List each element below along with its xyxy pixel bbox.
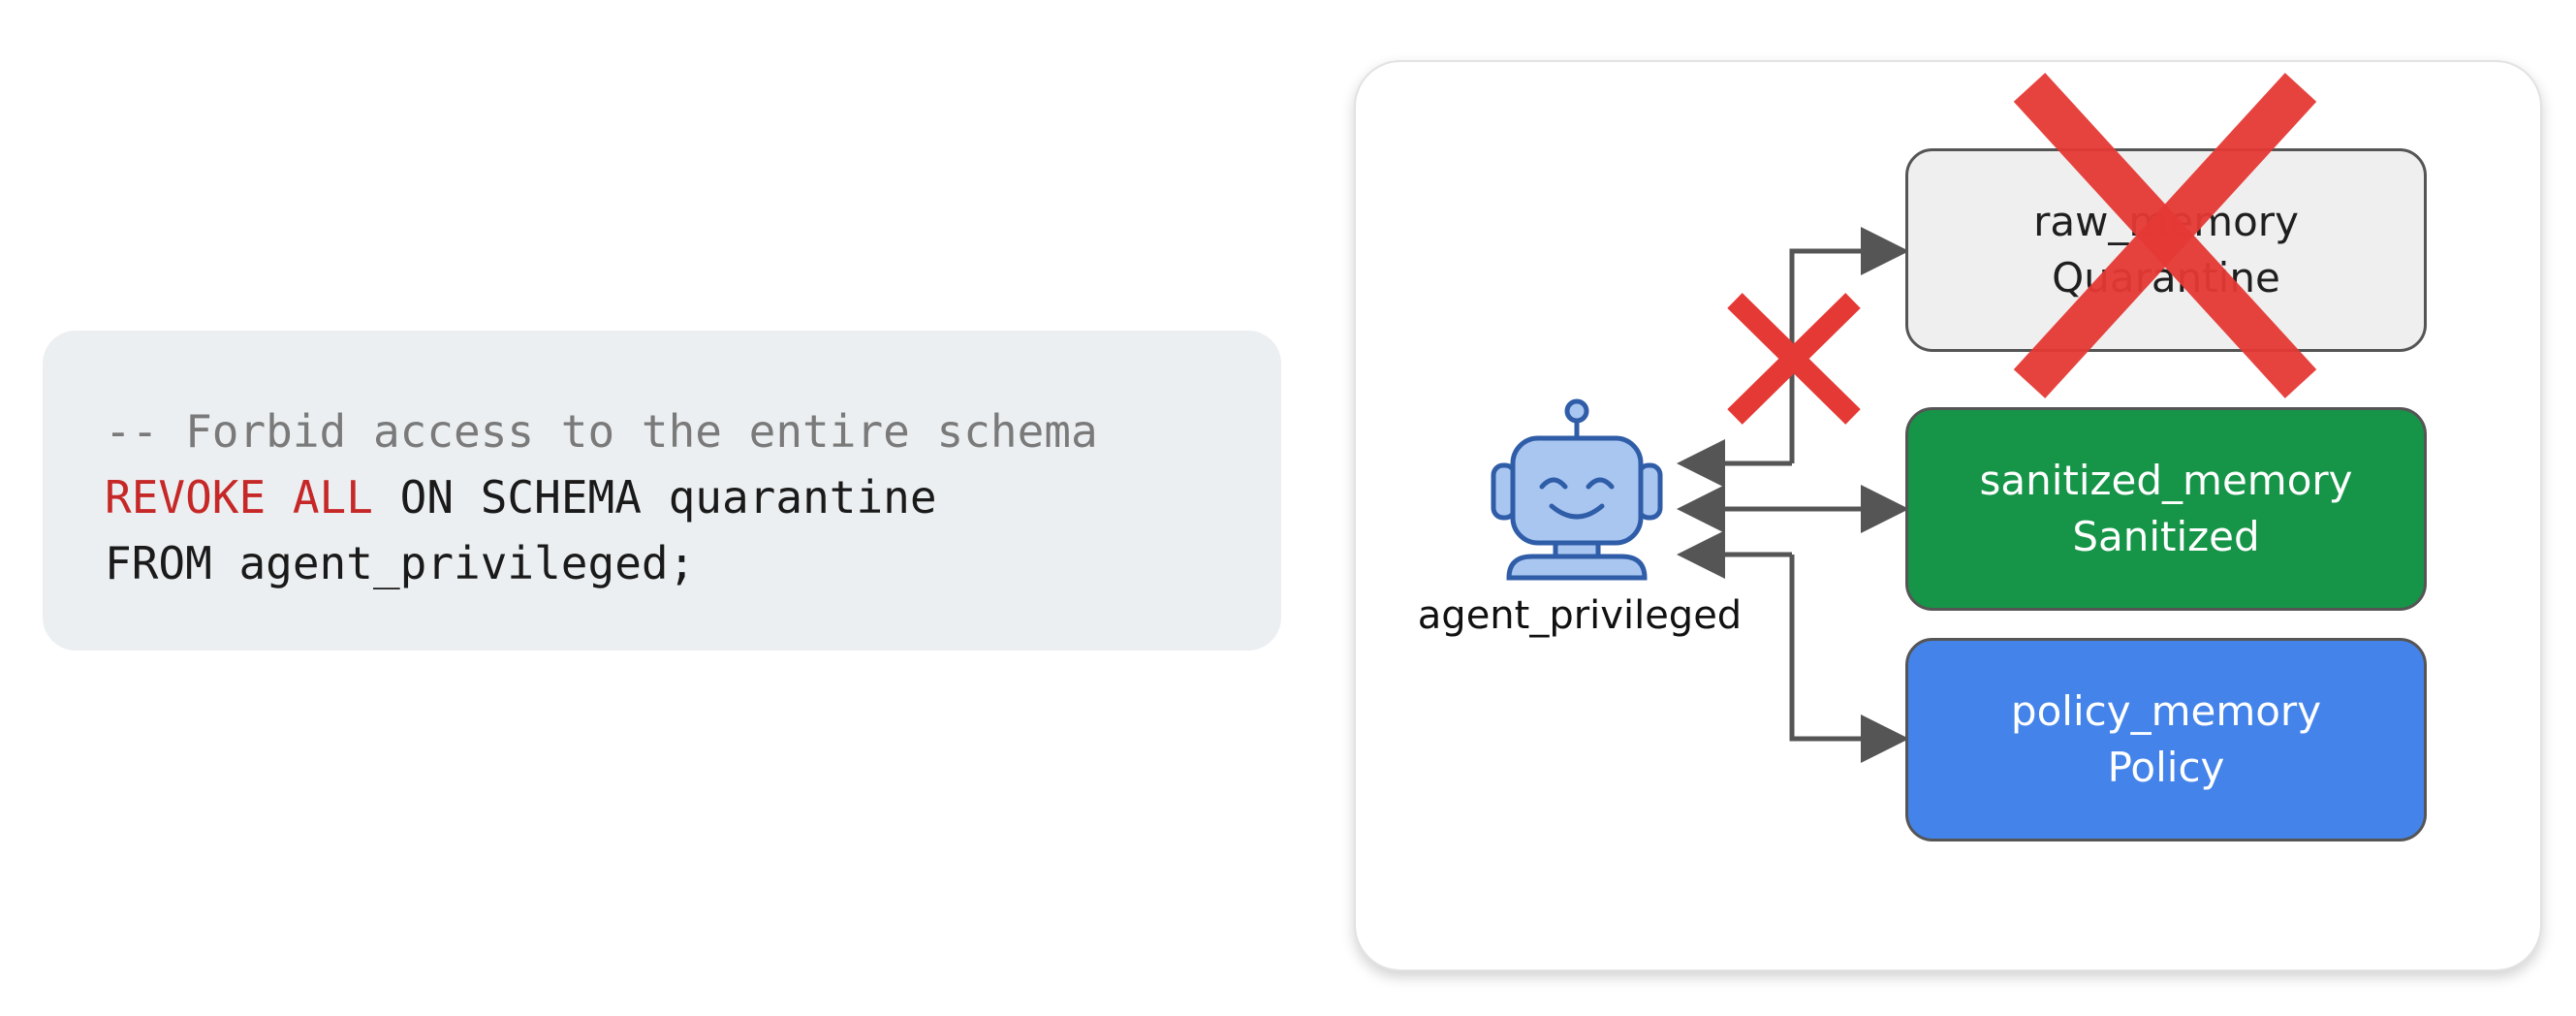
code-line-from: FROM agent_privileged; xyxy=(105,537,696,589)
agent-label: agent_privileged xyxy=(1417,593,1743,638)
code-comment: -- Forbid access to the entire schema xyxy=(105,405,1098,458)
policy-memory-name: policy_memory xyxy=(2010,687,2322,735)
code-line-revoke: REVOKE ALL ON SCHEMA quarantine xyxy=(105,464,1281,530)
connector-raw-memory xyxy=(1789,227,1909,463)
raw-memory-subtitle: Quarantine xyxy=(2052,254,2280,302)
policy-memory-box: policy_memory Policy xyxy=(1905,638,2427,841)
code-on-schema: ON SCHEMA quarantine xyxy=(372,471,937,524)
connector-policy-memory xyxy=(1789,555,1909,763)
sanitized-memory-subtitle: Sanitized xyxy=(2072,513,2260,560)
code-keyword-revoke-all: REVOKE ALL xyxy=(105,471,373,524)
robot-icon xyxy=(1491,398,1663,581)
raw-memory-name: raw_memory xyxy=(2033,198,2299,245)
sanitized-memory-box: sanitized_memory Sanitized xyxy=(1905,407,2427,611)
raw-memory-box: raw_memory Quarantine xyxy=(1905,148,2427,352)
sanitized-memory-name: sanitized_memory xyxy=(1979,457,2353,504)
policy-memory-subtitle: Policy xyxy=(2107,744,2225,791)
